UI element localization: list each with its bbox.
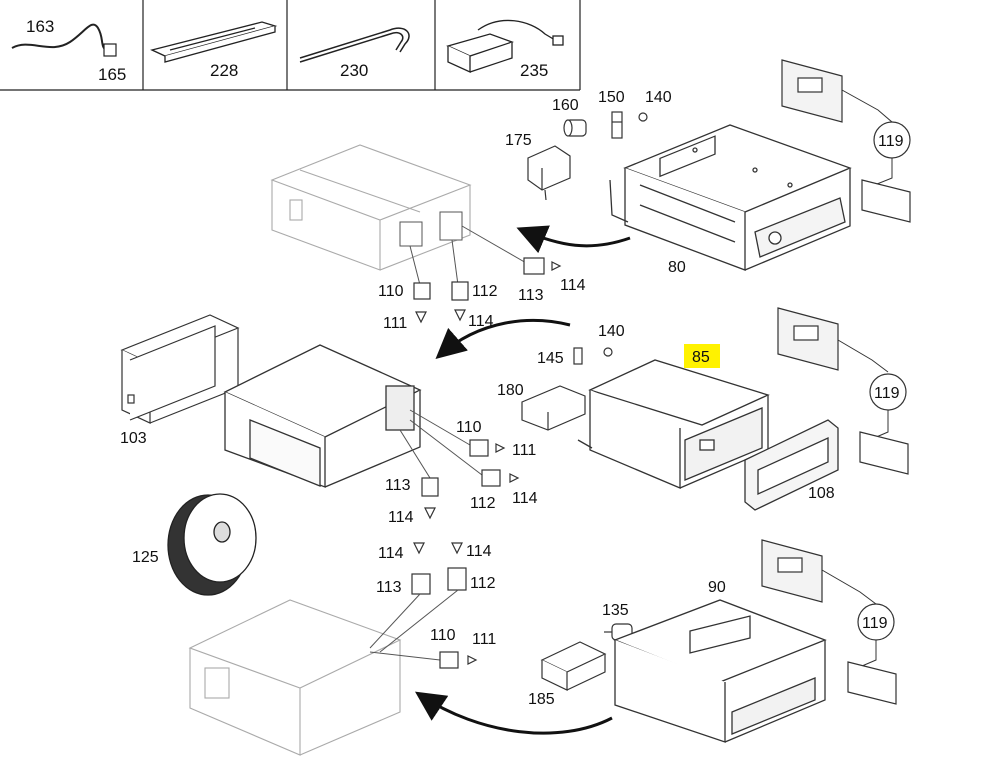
- faceplate-108-drawing: [744, 419, 839, 511]
- bracket-180-drawing: [521, 385, 586, 431]
- label-119b: 119: [874, 385, 900, 402]
- label-228: 228: [210, 61, 238, 80]
- label-111a: 111: [383, 315, 407, 332]
- part-140b-drawing: [603, 347, 613, 357]
- label-114d: 114: [388, 509, 414, 526]
- connector-113a-drawing: [523, 257, 562, 275]
- booklet-middle-drawing: [777, 307, 839, 371]
- label-165: 165: [98, 65, 126, 84]
- cable-163-drawing: [11, 23, 117, 57]
- hook-tool-230-drawing: [299, 27, 410, 63]
- pin-111a-drawing: [415, 311, 427, 324]
- card-119a-drawing: [861, 179, 911, 223]
- card-119b-drawing: [859, 431, 909, 475]
- label-110b: 110: [456, 419, 482, 436]
- harness-bottom: [369, 589, 459, 661]
- booklet-bottom-drawing: [761, 539, 823, 603]
- pin-114f-drawing: [451, 542, 463, 555]
- arrow-middle: [435, 318, 571, 359]
- label-110c: 110: [430, 627, 456, 644]
- label-114c: 114: [512, 490, 538, 507]
- connector-110b-drawing: [469, 439, 506, 457]
- label-135: 135: [602, 602, 629, 619]
- label-119a: 119: [878, 133, 904, 150]
- part-175-drawing: [527, 145, 571, 201]
- ghost-unit-bottom-drawing: [188, 599, 402, 756]
- pin-114e-drawing: [413, 542, 425, 555]
- part-185-drawing: [540, 641, 607, 691]
- label-160: 160: [552, 97, 579, 114]
- label-150: 150: [598, 89, 625, 106]
- unit-80-drawing: [609, 124, 852, 271]
- label-145: 145: [537, 350, 564, 367]
- label-113c: 113: [376, 579, 402, 596]
- label-114b: 114: [468, 313, 494, 330]
- connector-110a-drawing: [413, 282, 431, 300]
- label-112a: 112: [472, 283, 498, 300]
- pin-114d-drawing: [424, 507, 436, 520]
- highlight-85: [684, 344, 720, 368]
- label-112b: 112: [470, 495, 496, 512]
- label-163: 163: [26, 17, 54, 36]
- label-114f: 114: [466, 543, 492, 560]
- label-175: 175: [505, 132, 532, 149]
- harness-middle: [399, 409, 483, 479]
- connector-110c-drawing: [439, 651, 478, 669]
- connector-112a-drawing: [451, 281, 469, 301]
- label-125: 125: [132, 549, 159, 566]
- frame-103-drawing: [120, 314, 240, 424]
- label-90: 90: [708, 579, 726, 596]
- label-112c: 112: [470, 575, 496, 592]
- label-114a: 114: [560, 277, 586, 294]
- accessory-header: [0, 0, 581, 91]
- part-140a-drawing: [638, 112, 648, 122]
- connector-113c-drawing: [411, 573, 431, 595]
- arrow-top: [516, 225, 631, 254]
- part-145-drawing: [573, 347, 583, 365]
- label-230: 230: [340, 61, 368, 80]
- label-140a: 140: [645, 89, 672, 106]
- speaker-125-drawing: [167, 493, 257, 596]
- arrow-bottom: [415, 691, 613, 735]
- module-235-drawing: [446, 19, 564, 74]
- pin-114b-drawing: [454, 309, 466, 322]
- callout-circle-119b: [869, 373, 907, 411]
- label-103: 103: [120, 430, 147, 447]
- connector-112b-drawing: [481, 469, 520, 487]
- label-108: 108: [808, 485, 835, 502]
- label-111c: 111: [472, 631, 496, 648]
- label-185: 185: [528, 691, 555, 708]
- label-110a: 110: [378, 283, 404, 300]
- connector-cluster-top: [399, 211, 529, 286]
- housing-middle-drawing: [223, 344, 422, 488]
- label-111b: 111: [512, 442, 536, 459]
- callout-circle-119a: [873, 121, 911, 159]
- card-119c-drawing: [847, 661, 897, 705]
- callout-circle-119c: [857, 603, 895, 641]
- label-119c: 119: [862, 615, 888, 632]
- label-114e: 114: [378, 545, 404, 562]
- unit-85-drawing: [577, 359, 770, 489]
- part-160-drawing: [563, 119, 587, 137]
- label-85: 85: [692, 349, 710, 366]
- label-235: 235: [520, 61, 548, 80]
- rail-228-drawing: [150, 21, 278, 63]
- connector-112c-drawing: [447, 567, 467, 591]
- unit-90-drawing: [613, 599, 827, 743]
- connector-113b-drawing: [421, 477, 439, 497]
- label-80: 80: [668, 259, 686, 276]
- label-113a: 113: [518, 287, 544, 304]
- booklet-top-drawing: [781, 59, 843, 123]
- part-150-drawing: [611, 111, 623, 139]
- ghost-unit-top-drawing: [270, 144, 472, 271]
- label-113b: 113: [385, 477, 411, 494]
- label-180: 180: [497, 382, 524, 399]
- label-140b: 140: [598, 323, 625, 340]
